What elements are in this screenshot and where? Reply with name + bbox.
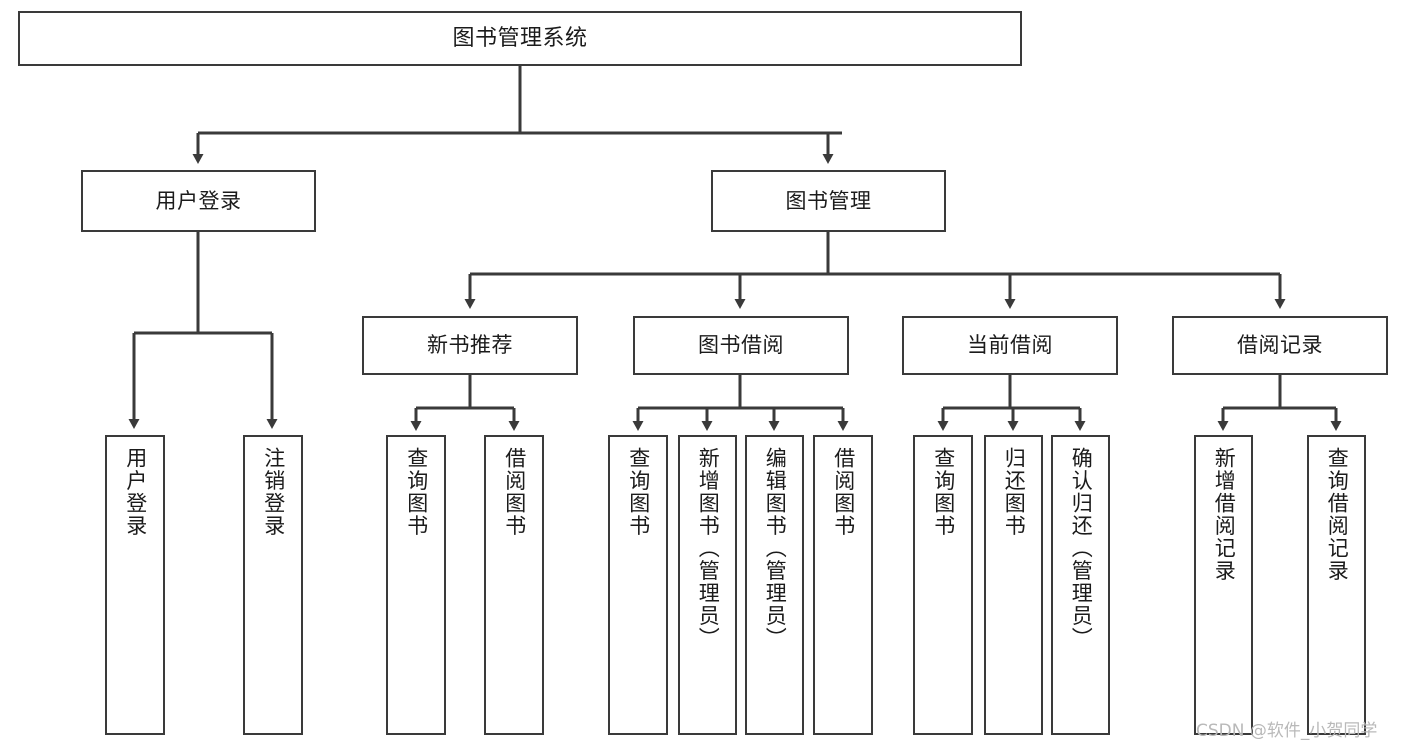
node-current-borrow[interactable]: 当前借阅 — [902, 316, 1118, 375]
leaf-query-borrow-record[interactable]: 查询借阅记录 — [1307, 435, 1366, 735]
node-label: 确认归还（管理员） — [1069, 447, 1094, 650]
leaf-add-book-admin[interactable]: 新增图书（管理员） — [678, 435, 737, 735]
node-label: 用户登录 — [155, 188, 242, 213]
leaf-query-book-recommend[interactable]: 查询图书 — [386, 435, 446, 735]
node-label: 借阅记录 — [1237, 333, 1323, 358]
node-label: 查询图书 — [626, 447, 651, 537]
node-root-system[interactable]: 图书管理系统 — [18, 11, 1022, 66]
node-label: 编辑图书（管理员） — [763, 447, 788, 650]
node-label: 图书借阅 — [698, 333, 784, 358]
leaf-query-book-current[interactable]: 查询图书 — [913, 435, 973, 735]
node-borrow-record[interactable]: 借阅记录 — [1172, 316, 1388, 375]
leaf-borrow-book-recommend[interactable]: 借阅图书 — [484, 435, 544, 735]
leaf-return-book[interactable]: 归还图书 — [984, 435, 1043, 735]
node-new-book-recommend[interactable]: 新书推荐 — [362, 316, 578, 375]
node-book-borrow[interactable]: 图书借阅 — [633, 316, 849, 375]
watermark: CSDN @软件_小贺同学 — [1196, 721, 1378, 741]
node-label: 图书管理 — [785, 188, 872, 213]
node-label: 当前借阅 — [967, 333, 1053, 358]
leaf-edit-book-admin[interactable]: 编辑图书（管理员） — [745, 435, 804, 735]
node-user-login[interactable]: 用户登录 — [81, 170, 316, 232]
node-label: 借阅图书 — [831, 447, 856, 537]
leaf-logout[interactable]: 注销登录 — [243, 435, 303, 735]
node-label: 新增借阅记录 — [1212, 447, 1237, 582]
node-label: 查询图书 — [931, 447, 956, 537]
node-label: 查询借阅记录 — [1325, 447, 1350, 582]
node-label: 归还图书 — [1002, 447, 1027, 537]
node-label: 新增图书（管理员） — [696, 447, 721, 650]
node-label: 图书管理系统 — [452, 25, 588, 51]
node-label: 借阅图书 — [502, 447, 527, 537]
node-label: 查询图书 — [404, 447, 429, 537]
node-label: 用户登录 — [123, 447, 148, 537]
node-book-management[interactable]: 图书管理 — [711, 170, 946, 232]
leaf-confirm-return-admin[interactable]: 确认归还（管理员） — [1051, 435, 1110, 735]
leaf-query-book-borrow[interactable]: 查询图书 — [608, 435, 668, 735]
leaf-user-login[interactable]: 用户登录 — [105, 435, 165, 735]
leaf-add-borrow-record[interactable]: 新增借阅记录 — [1194, 435, 1253, 735]
node-label: 新书推荐 — [427, 333, 513, 358]
node-label: 注销登录 — [261, 447, 286, 537]
leaf-borrow-book[interactable]: 借阅图书 — [813, 435, 873, 735]
